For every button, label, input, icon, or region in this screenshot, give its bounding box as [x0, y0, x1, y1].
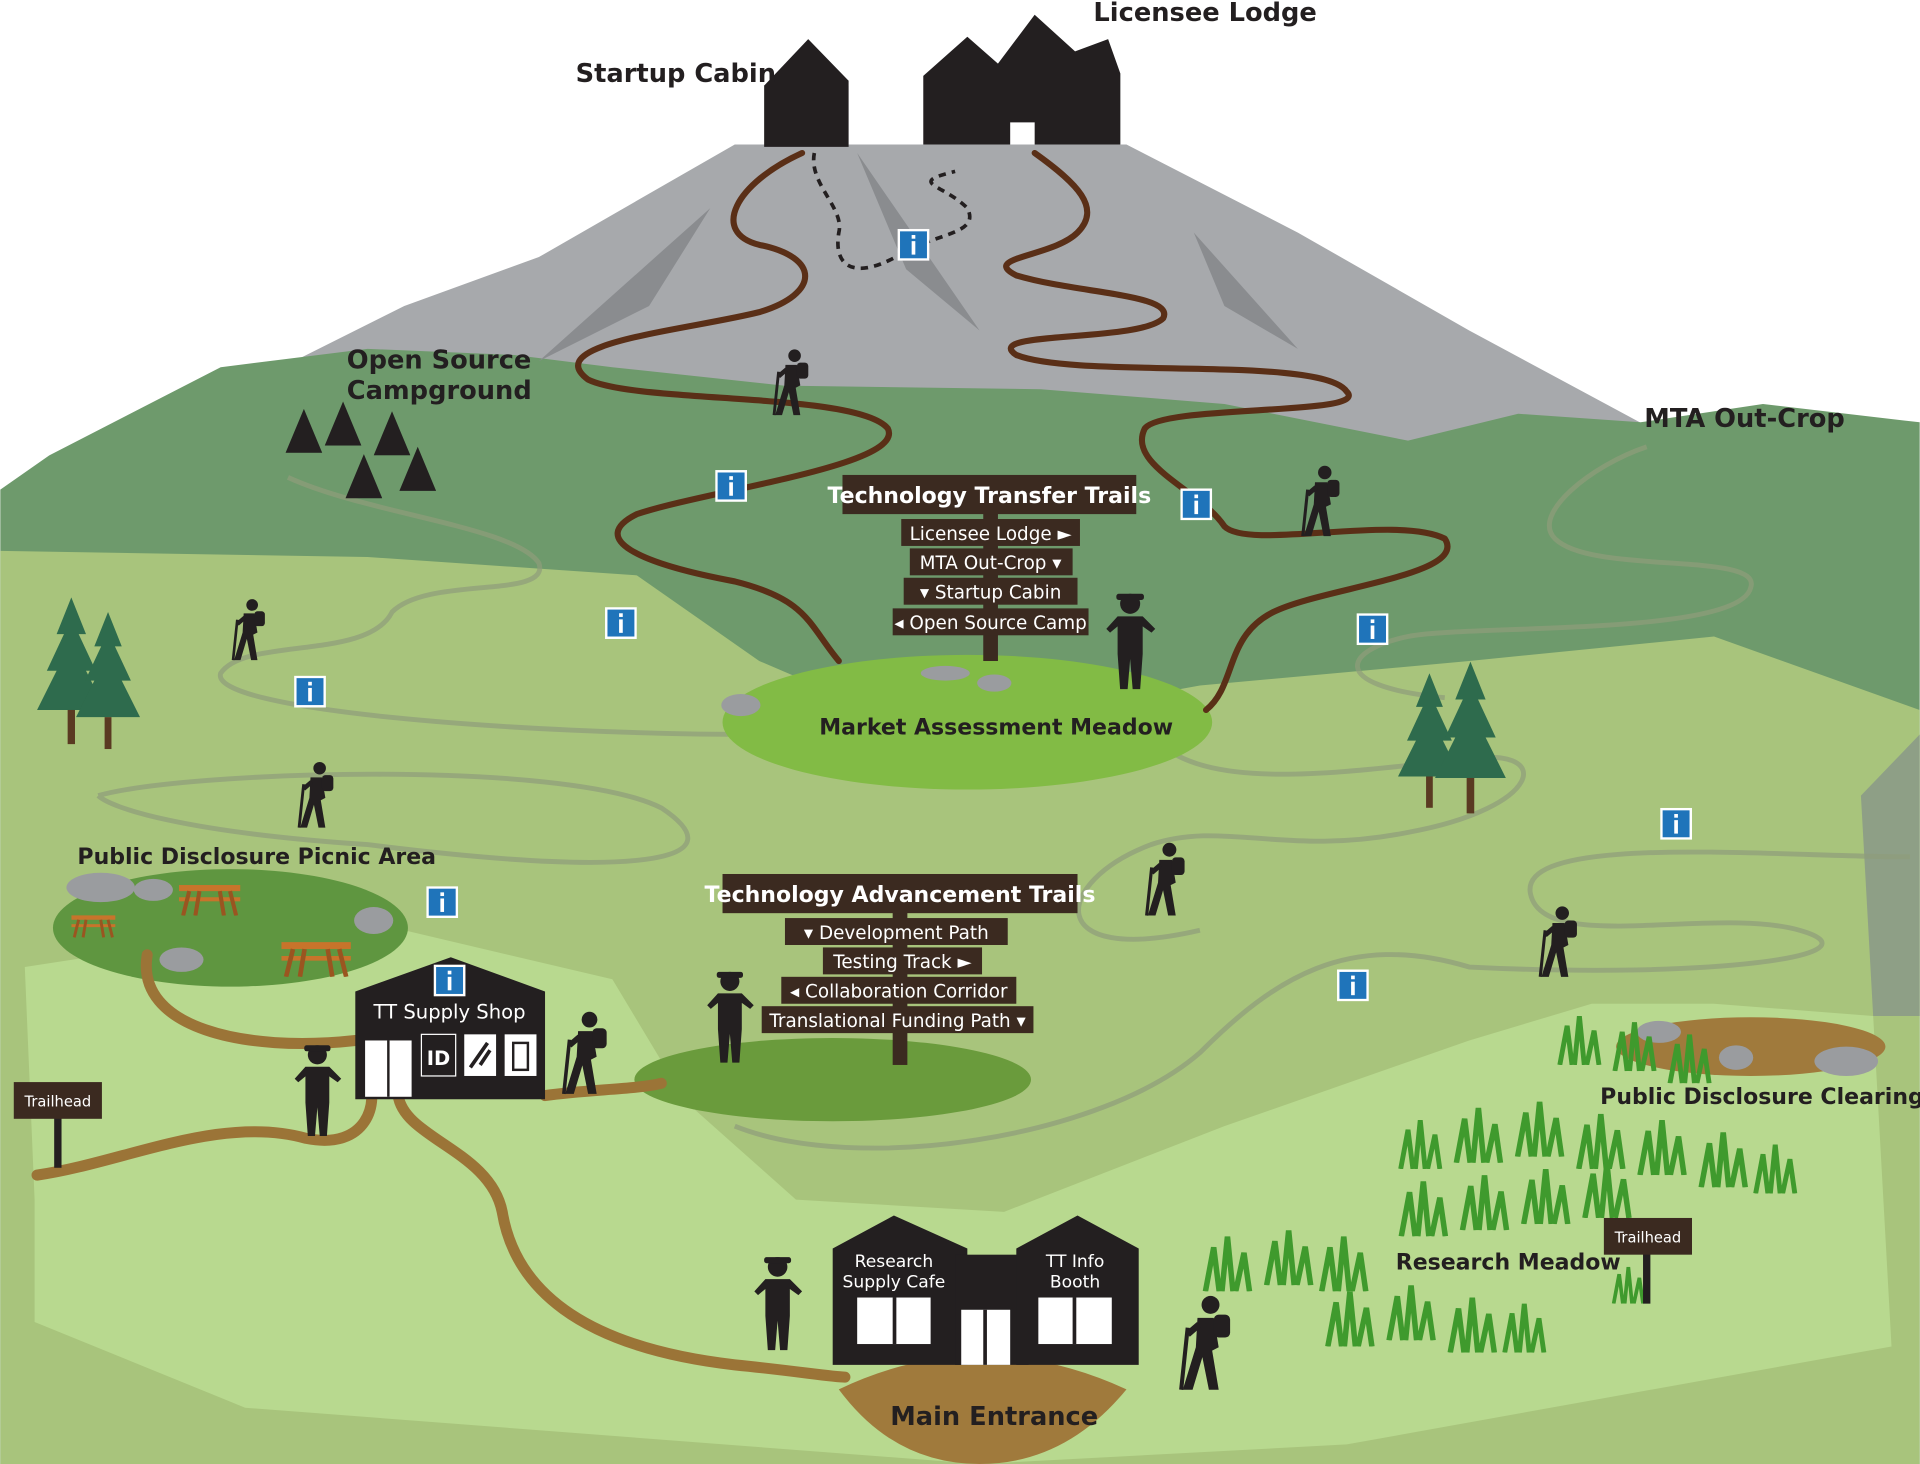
transfer-sign-title: Technology Transfer Trails [828, 484, 1152, 509]
sign-item-collaboration-corridor[interactable]: ◂ Collaboration Corridor [790, 982, 1008, 1003]
info-icon [897, 228, 930, 261]
cafe-label-2: Supply Cafe [842, 1273, 945, 1293]
tt-info-booth[interactable]: TT Info Booth [1016, 1215, 1139, 1365]
sign-item-testing-track[interactable]: Testing Track ► [832, 952, 972, 973]
main-trails [31, 149, 1451, 1383]
startup-cabin-building[interactable] [764, 39, 849, 147]
info-icon [294, 675, 326, 708]
sign-item-startup-cabin[interactable]: ▾ Startup Cabin [920, 583, 1061, 604]
research-supply-cafe[interactable]: Research Supply Cafe [832, 1215, 968, 1365]
trailhead-label: Trailhead [24, 1094, 92, 1111]
rocks [66, 665, 1879, 1076]
sign-item-licensee-lodge[interactable]: Licensee Lodge ► [910, 524, 1073, 545]
picnic-area-label: Public Disclosure Picnic Area [77, 845, 436, 870]
info-booth-label-1: TT Info [1045, 1252, 1104, 1272]
faint-trails [96, 444, 1910, 1151]
sign-item-open-source-camp[interactable]: ◂ Open Source Camp [894, 613, 1086, 634]
licensee-lodge-building[interactable] [923, 14, 1121, 145]
shop-id-icon: ID [427, 1047, 451, 1070]
tt-supply-shop[interactable]: TT Supply Shop ID [355, 957, 546, 1100]
market-meadow [722, 654, 1213, 790]
supply-shop-label: TT Supply Shop [373, 1000, 526, 1023]
trailhead-label: Trailhead [1614, 1229, 1682, 1246]
licensee-lodge-label: Licensee Lodge [1093, 0, 1316, 28]
info-icon [426, 886, 459, 919]
advancement-meadow [634, 1038, 1031, 1122]
info-icon [715, 470, 748, 502]
info-booth-label-2: Booth [1050, 1273, 1100, 1293]
main-entrance-ground [838, 1355, 1127, 1464]
mta-out-crop-label: MTA Out-Crop [1644, 404, 1845, 434]
sign-item-translational-funding-path[interactable]: Translational Funding Path ▾ [768, 1011, 1026, 1032]
startup-cabin-label: Startup Cabin [576, 59, 776, 89]
info-icon [1660, 807, 1692, 840]
technology-transfer-sign[interactable]: Technology Transfer Trails Licensee Lodg… [828, 474, 1152, 662]
technology-advancement-sign[interactable]: Technology Advancement Trails ▾ Developm… [705, 873, 1096, 1065]
info-icon [1356, 613, 1389, 646]
info-icon [1337, 969, 1369, 1002]
open-source-label-2: Campground [347, 376, 532, 406]
info-icon [433, 964, 466, 997]
sign-item-development-path[interactable]: ▾ Development Path [804, 923, 989, 944]
trailhead-sign-east[interactable]: Trailhead [1603, 1217, 1692, 1304]
info-marker-text: i [0, 0, 1, 1]
research-meadow-label: Research Meadow [1396, 1250, 1621, 1275]
open-source-label-1: Open Source [347, 345, 532, 375]
clearing-label: Public Disclosure Clearing [1600, 1085, 1920, 1110]
cafe-label-1: Research [855, 1252, 934, 1272]
main-entrance-label[interactable]: Main Entrance [890, 1402, 1098, 1432]
advancement-sign-title: Technology Advancement Trails [705, 883, 1096, 908]
market-meadow-label: Market Assessment Meadow [819, 715, 1173, 740]
sign-item-mta-out-crop[interactable]: MTA Out-Crop ▾ [920, 553, 1063, 574]
info-icon [605, 607, 637, 639]
info-icon [1180, 488, 1213, 521]
right-slope [1860, 734, 1920, 1016]
trailhead-sign-west[interactable]: Trailhead [13, 1082, 102, 1168]
